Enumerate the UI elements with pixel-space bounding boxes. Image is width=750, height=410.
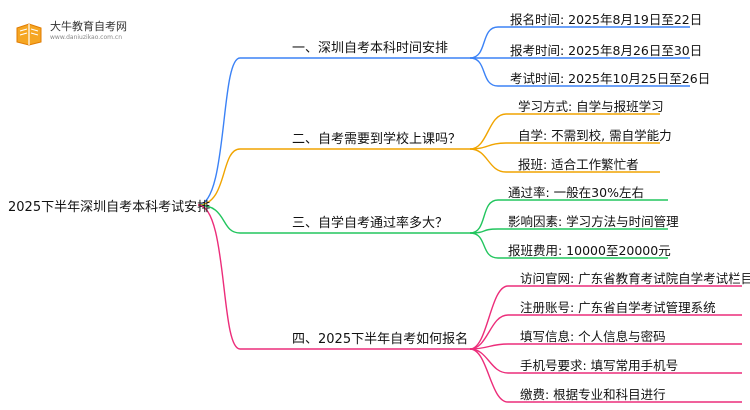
- branch-leaf-connector: [469, 343, 742, 350]
- leaf-node: 手机号要求: 填写常用手机号: [520, 358, 679, 373]
- leaf-node: 自学: 不需到校, 需自学能力: [518, 128, 672, 143]
- root-branch-connector: [197, 57, 470, 206]
- branch-leaf-connector: [469, 232, 668, 259]
- leaf-node: 报名时间: 2025年8月19日至22日: [510, 12, 703, 27]
- branch-leaf-connector: [469, 148, 660, 173]
- leaf-node: 学习方式: 自学与报班学习: [518, 99, 664, 114]
- leaf-node: 填写信息: 个人信息与密码: [520, 329, 666, 344]
- branch-leaf-connector: [469, 228, 668, 234]
- root-branch-connector: [197, 204, 470, 234]
- branch-leaf-connector: [469, 113, 660, 150]
- leaf-node: 访问官网: 广东省教育考试院自学考试栏目: [520, 271, 750, 286]
- leaf-node: 报班: 适合工作繁忙者: [518, 157, 639, 172]
- leaf-node: 注册账号: 广东省自学考试管理系统: [520, 300, 716, 315]
- branch-leaf-connector: [469, 348, 742, 403]
- logo: 大牛教育自考网 www.daniuzikao.com.cn: [14, 14, 154, 50]
- book-logo-icon: [16, 23, 42, 46]
- leaf-node: 影响因素: 学习方法与时间管理: [508, 214, 679, 229]
- leaf-node: 报考时间: 2025年8月26日至30日: [510, 43, 703, 58]
- branch-node: 二、自考需要到学校上课吗？: [292, 132, 462, 147]
- branch-leaf-connector: [469, 285, 742, 350]
- root-branch-connector: [197, 204, 470, 350]
- branch-node: 三、自学自考通过率多大？: [292, 216, 449, 231]
- branch-leaf-connector: [469, 142, 660, 150]
- root-node: 2025下半年深圳自考本科考试安排: [8, 200, 211, 215]
- root-branch-connector: [197, 148, 470, 206]
- branch-leaf-connector: [469, 199, 668, 234]
- logo-title: 大牛教育自考网: [50, 20, 127, 33]
- branch-leaf-connector: [469, 26, 690, 59]
- branch-node: 四、2025下半年自考如何报名: [292, 332, 469, 347]
- leaf-node: 考试时间: 2025年10月25日至26日: [510, 71, 711, 86]
- branch-node: 一、深圳自考本科时间安排: [292, 41, 449, 56]
- branch-leaf-connector: [469, 314, 742, 350]
- logo-url: www.daniuzikao.com.cn: [50, 34, 122, 41]
- leaf-node: 报班费用: 10000至20000元: [508, 243, 671, 258]
- leaf-node: 缴费: 根据专业和科目进行: [520, 387, 666, 402]
- branch-leaf-connector: [469, 57, 690, 87]
- leaf-node: 通过率: 一般在30%左右: [508, 185, 644, 200]
